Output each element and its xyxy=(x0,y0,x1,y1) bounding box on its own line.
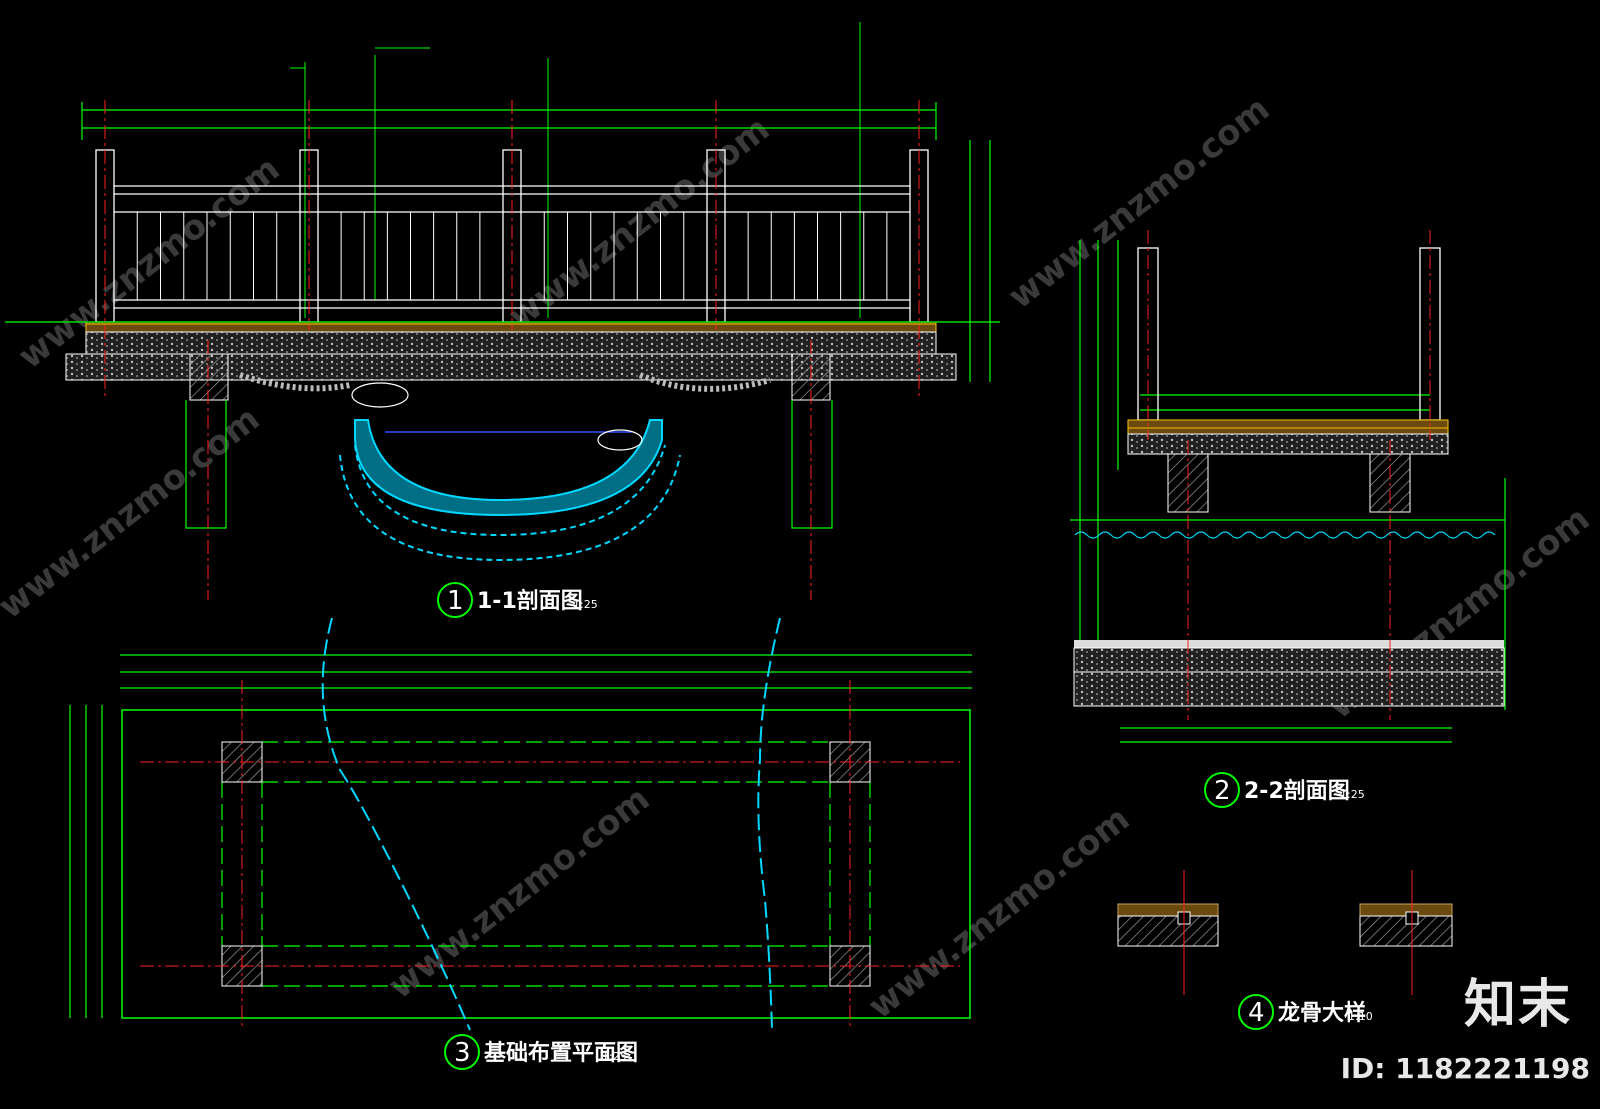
watermark-text: www.znzmo.com xyxy=(381,779,657,1007)
drawing-number: 2 xyxy=(1214,776,1231,806)
section-1-pier-left xyxy=(189,353,229,401)
section-1-leaders xyxy=(290,22,861,318)
section-2-dimensions xyxy=(1070,240,1506,743)
drawing-number-circle xyxy=(437,582,473,618)
drawing-title: 基础布置平面图 xyxy=(484,1040,638,1066)
section-1-title: 1 1-1剖面图 1:25 xyxy=(437,582,598,618)
plan-3: 3 基础布置平面图 1:25 xyxy=(69,617,972,1070)
section-2-ground-surface xyxy=(1074,640,1504,648)
section-2-ground-layer-2 xyxy=(1073,671,1505,707)
section-2-water-line xyxy=(1074,531,1496,539)
drawing-scale: 1:10 xyxy=(1348,1010,1373,1023)
plan-3-beams xyxy=(221,741,871,987)
watermark-text: www.znzmo.com xyxy=(861,799,1137,1027)
plan-3-dimensions xyxy=(69,654,972,1019)
plan-3-title: 3 基础布置平面图 1:25 xyxy=(444,1034,638,1070)
drawing-title: 龙骨大样 xyxy=(1278,1000,1366,1026)
section-2-ground-layer-1 xyxy=(1073,647,1505,673)
watermark-layer: www.znzmo.com www.znzmo.com www.znzmo.co… xyxy=(0,89,1597,1027)
drawing-scale: 1:25 xyxy=(1340,788,1365,801)
drawing-number: 1 xyxy=(447,586,464,616)
detail-4-title: 4 龙骨大样 1:10 xyxy=(1238,994,1373,1030)
drawing-title: 2-2剖面图 xyxy=(1244,778,1350,804)
section-1-deck xyxy=(85,321,937,333)
watermark-text: www.znzmo.com xyxy=(501,109,777,337)
drawing-number: 4 xyxy=(1248,998,1265,1028)
section-1-slab xyxy=(85,331,937,355)
section-1-balusters xyxy=(136,212,888,300)
section-2-axis-lines xyxy=(1147,230,1431,720)
plan-3-channel-edges xyxy=(321,617,781,1031)
image-id-label: ID: 1182221198 xyxy=(1340,1052,1590,1085)
drawing-number-circle xyxy=(444,1034,480,1070)
section-2-deck xyxy=(1127,419,1449,435)
drawing-scale: 1:25 xyxy=(573,598,598,611)
section-1-channel xyxy=(239,372,771,562)
drawing-number: 3 xyxy=(454,1038,471,1068)
drawing-number-circle xyxy=(1204,772,1240,808)
drawing-scale: 1:25 xyxy=(602,1050,627,1063)
watermark-text: www.znzmo.com xyxy=(1001,89,1277,317)
brand-logo: 知末 xyxy=(1463,975,1572,1035)
section-2-title: 2 2-2剖面图 1:25 xyxy=(1204,772,1365,808)
section-2-slab xyxy=(1127,433,1449,455)
drawing-title: 1-1剖面图 xyxy=(477,588,583,614)
section-1-footings xyxy=(185,400,833,529)
drawing-number-circle xyxy=(1238,994,1274,1030)
plan-3-axis-lines xyxy=(140,680,960,1030)
watermark-text: www.znzmo.com xyxy=(0,399,267,627)
section-1-dimensions xyxy=(81,102,991,382)
section-1-axis-lines xyxy=(104,100,920,600)
section-1-1: 1 1-1剖面图 1:25 xyxy=(5,22,1000,618)
section-2-2: 2 2-2剖面图 1:25 xyxy=(1070,230,1506,808)
detail-4-right xyxy=(1359,870,1453,995)
detail-4-left xyxy=(1117,870,1219,995)
section-2-posts xyxy=(1137,247,1441,421)
detail-4: 4 龙骨大样 1:10 xyxy=(1117,870,1453,1030)
